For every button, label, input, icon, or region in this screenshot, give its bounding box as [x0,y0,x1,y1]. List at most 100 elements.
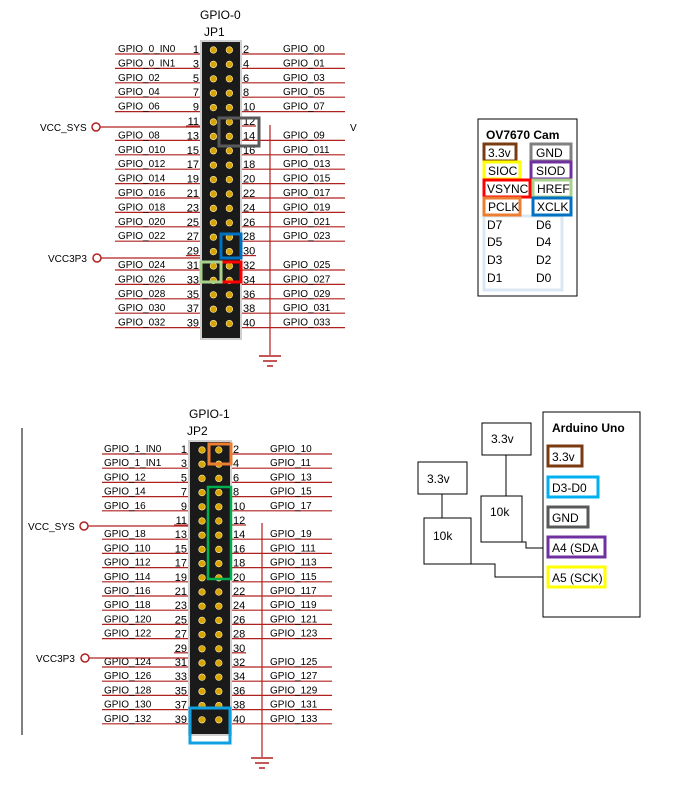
gpio0-pin-number: 31 [187,260,199,272]
gpio1-signal-label: GPIO_117 [270,586,317,597]
gpio1-title: GPIO-1 [189,407,230,421]
gpio0-pin-number: 25 [187,217,199,229]
gpio0-signal-label: GPIO_021 [283,217,331,228]
gpio0-pin-number: 10 [243,102,255,114]
uno-gnd-label: GND [552,511,579,525]
pullup-b-resistor-label: 10k [490,505,510,519]
uno-d3d0-label: D3-D0 [552,481,587,495]
gpio1-signal-label: GPIO_114 [104,572,151,583]
gpio0-header-pin [209,118,217,126]
gpio0-pin-number: 3 [193,58,199,70]
jp2-data-highlight [206,485,233,581]
gpio1-signal-label: GPIO_118 [104,600,151,611]
gpio0-pin-number: 23 [187,202,199,214]
gpio0-signal-label: GPIO_08 [118,130,160,141]
gpio1-pin-number: 26 [233,614,245,626]
gpio1-signal-label: GPIO_16 [104,501,146,512]
gpio0-signal-label: GPIO_020 [118,217,166,228]
gpio0-header-pin [209,89,217,97]
gpio0-signal-label: GPIO_01 [283,58,325,69]
gpio0-pin-number: 26 [243,217,255,229]
gpio1-header-pin [198,531,206,539]
gpio1-signal-label: GPIO_11 [270,458,311,469]
gpio0-header-pin [225,219,233,227]
gpio0-header-pin [225,132,233,140]
gpio0-header-pin [209,320,217,328]
cam-gnd-label: GND [536,146,563,160]
gpio1-signal-label: GPIO_111 [270,543,316,554]
gpio1-signal-label: GPIO_131 [270,700,318,711]
gpio0-header-pin [225,305,233,313]
gpio0-vcc3p3-terminal [92,253,102,263]
gpio1-header-pin [215,616,223,625]
gpio0-pin-number: 16 [243,145,255,157]
gpio0-signal-label: GPIO_033 [283,318,331,329]
gpio0-signal-label: GPIO_014 [118,174,166,185]
cam-d2-label: D2 [536,253,552,267]
gpio1-signal-label: GPIO_1_IN0 [104,444,162,455]
gpio1-header-pin [198,616,206,625]
gpio1-signal-label: GPIO_123 [270,629,318,640]
gpio1-vcc-sys-terminal [79,521,89,531]
gpio0-signal-label: GPIO_015 [283,174,331,185]
gpio0-pin-number: 28 [243,231,255,243]
gpio0-signal-label: GPIO_027 [283,274,331,285]
gpio1-header-pin [215,503,223,511]
gpio0-header-pin [209,262,217,270]
gpio1-pin-number: 11 [176,515,187,527]
gpio0-signal-label: GPIO_031 [283,303,331,314]
gpio1-pin-number: 36 [233,685,245,697]
gpio0-pin-number: 33 [187,274,199,286]
gpio1-pin-number: 14 [233,529,245,541]
gpio0-pin-number: 11 [188,116,199,128]
gpio0-header-pin [225,248,233,256]
gpio0-header-pin [225,291,233,299]
gpio0-signal-label: GPIO_029 [283,289,331,300]
gpio0-header-pin [225,147,233,155]
gpio1-signal-label: GPIO_116 [104,586,151,597]
cam-3v3-label: 3.3v [488,146,511,160]
gpio0-signal-label: GPIO_011 [283,145,330,156]
gpio1-header-pin [198,659,206,667]
gpio0-signal-label: GPIO_018 [118,202,166,213]
gpio1-header-label: JP2 [187,424,208,438]
gpio1-header-pin [215,716,223,724]
gpio1-pin-number: 27 [175,629,187,641]
gpio0-pin-number: 19 [187,174,199,186]
gpio1-pin-number: 32 [233,657,245,669]
gpio1-vcc-sys-label: VCC_SYS [28,522,75,533]
cam-sioc-label: SIOC [488,164,518,178]
gpio0-header-jp1 [200,40,242,340]
gpio1-pin-number: 4 [233,458,239,470]
gpio1-signal-label: GPIO_110 [104,543,151,554]
gpio0-pin-number: 14 [243,130,255,142]
gpio0-signal-label: GPIO_09 [283,130,325,141]
cam-href-label: HREF [537,182,570,196]
jp2-pclk-highlight [207,442,233,466]
gpio1-header-jp2 [188,440,232,736]
cam-xclk-label: XCLK [537,200,568,214]
gpio1-header-pin [215,559,223,568]
gpio1-signal-label: GPIO_112 [104,558,151,569]
gpio0-signal-label: GPIO_024 [118,260,166,271]
gpio0-header-pin [209,176,217,184]
gpio1-header-pin [215,645,223,653]
gpio1-signal-label: GPIO_14 [104,487,146,498]
arduino-title: Arduino Uno [552,421,625,435]
gpio0-stray-mark: V [350,123,357,134]
gpio1-pin-number: 10 [233,501,245,513]
gpio1-signal-label: GPIO_127 [270,671,318,682]
gpio1-vcc3p3-label: VCC3P3 [36,654,75,665]
gpio1-ground-symbol [251,757,273,769]
gpio0-ground-symbol [259,355,281,367]
gpio1-signal-label: GPIO_115 [270,572,317,583]
gpio0-pin-number: 9 [193,102,199,114]
gpio1-signal-label: GPIO_19 [270,529,312,540]
gpio1-header-pin [198,474,206,483]
gpio1-signal-label: GPIO_129 [270,685,318,696]
gpio0-signal-label: GPIO_013 [283,159,331,170]
gpio0-header-pin [209,233,217,241]
gpio1-header-pin [198,489,206,497]
gpio1-pin-number: 24 [233,600,245,612]
